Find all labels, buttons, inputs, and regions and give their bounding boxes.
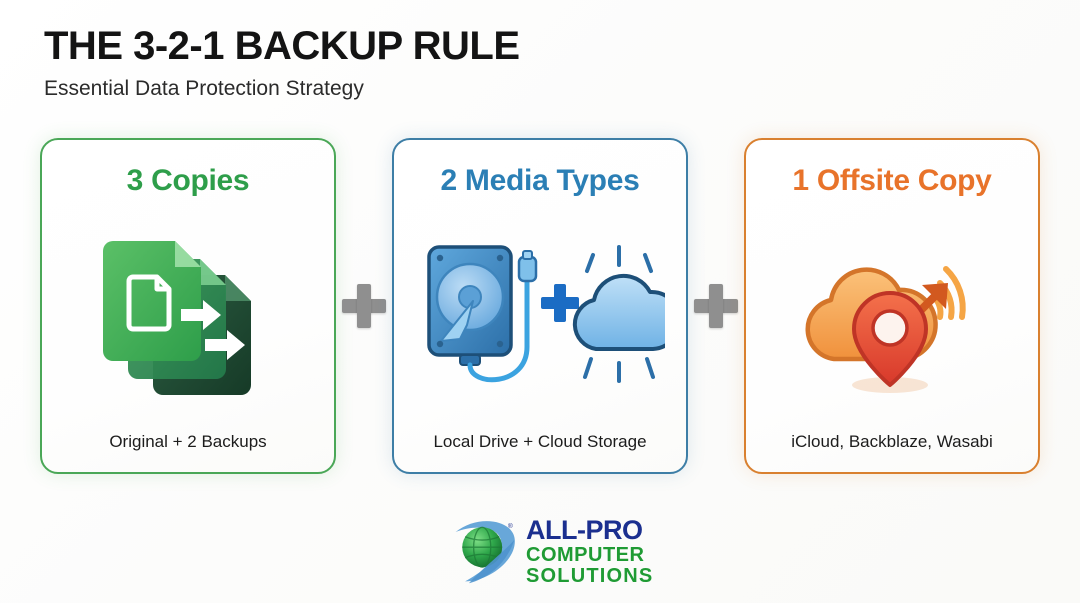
card-offsite-copy[interactable]: 1 Offsite Copy bbox=[744, 138, 1040, 474]
logo-line-all-pro: ALL-PRO bbox=[526, 514, 643, 545]
hard-drive-plus-cloud-icon bbox=[427, 245, 665, 383]
card-media-types-icon-area bbox=[406, 197, 674, 432]
separator-plus-second bbox=[694, 284, 738, 328]
page-subtitle: Essential Data Protection Strategy bbox=[44, 77, 364, 100]
logo-line-solutions: SOLUTIONS bbox=[526, 564, 654, 587]
logo-wordmark: ALL-PRO COMPUTER SOLUTIONS bbox=[526, 514, 654, 587]
hard-drive-icon bbox=[427, 245, 538, 383]
cloud-icon bbox=[572, 245, 665, 383]
company-logo[interactable]: ® ALL-PRO COMPUTER SOLUTIONS bbox=[448, 508, 658, 594]
card-copies-icon-area bbox=[54, 197, 322, 432]
inner-plus-icon bbox=[541, 284, 579, 322]
card-offsite-copy-icon-area bbox=[758, 197, 1026, 432]
trademark-mark: ® bbox=[508, 522, 513, 530]
separator-plus-first bbox=[342, 284, 386, 328]
globe-swoosh-logo-icon: ® bbox=[455, 521, 515, 584]
card-copies-caption: Original + 2 Backups bbox=[109, 432, 267, 451]
stacked-documents-icon bbox=[103, 240, 251, 395]
page-title: THE 3-2-1 BACKUP RULE bbox=[44, 24, 520, 68]
card-media-types-caption: Local Drive + Cloud Storage bbox=[433, 432, 647, 451]
card-copies-title: 3 Copies bbox=[126, 164, 250, 197]
cloud-location-pin-icon bbox=[805, 266, 966, 393]
logo-line-computer: COMPUTER bbox=[526, 543, 645, 566]
header: THE 3-2-1 BACKUP RULE Essential Data Pro… bbox=[44, 24, 744, 101]
card-copies[interactable]: 3 Copies bbox=[40, 138, 336, 474]
card-media-types-title: 2 Media Types bbox=[440, 164, 640, 197]
location-pin-icon bbox=[852, 291, 928, 387]
cards-row: 3 Copies bbox=[40, 138, 1040, 474]
card-offsite-copy-title: 1 Offsite Copy bbox=[792, 164, 992, 197]
card-offsite-copy-caption: iCloud, Backblaze, Wasabi bbox=[791, 432, 993, 451]
card-media-types[interactable]: 2 Media Types bbox=[392, 138, 688, 474]
